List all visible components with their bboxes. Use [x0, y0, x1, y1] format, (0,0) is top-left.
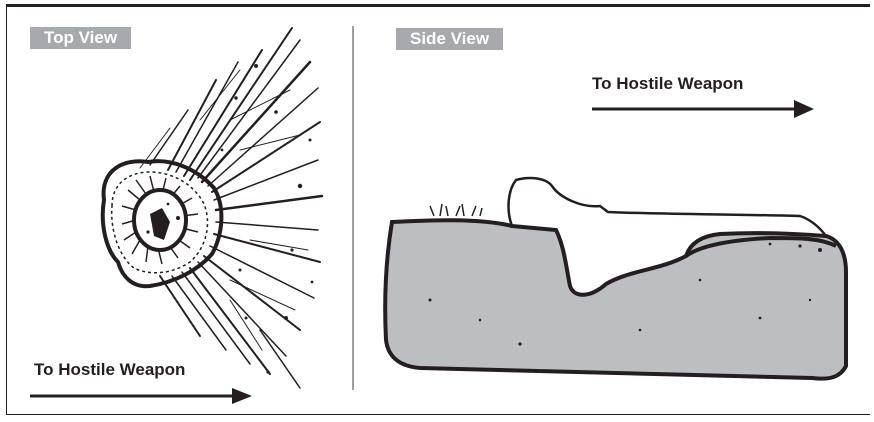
crater-cavity-outline [509, 178, 826, 236]
grass-tuft [430, 204, 482, 216]
soil-cross-section [385, 220, 846, 378]
